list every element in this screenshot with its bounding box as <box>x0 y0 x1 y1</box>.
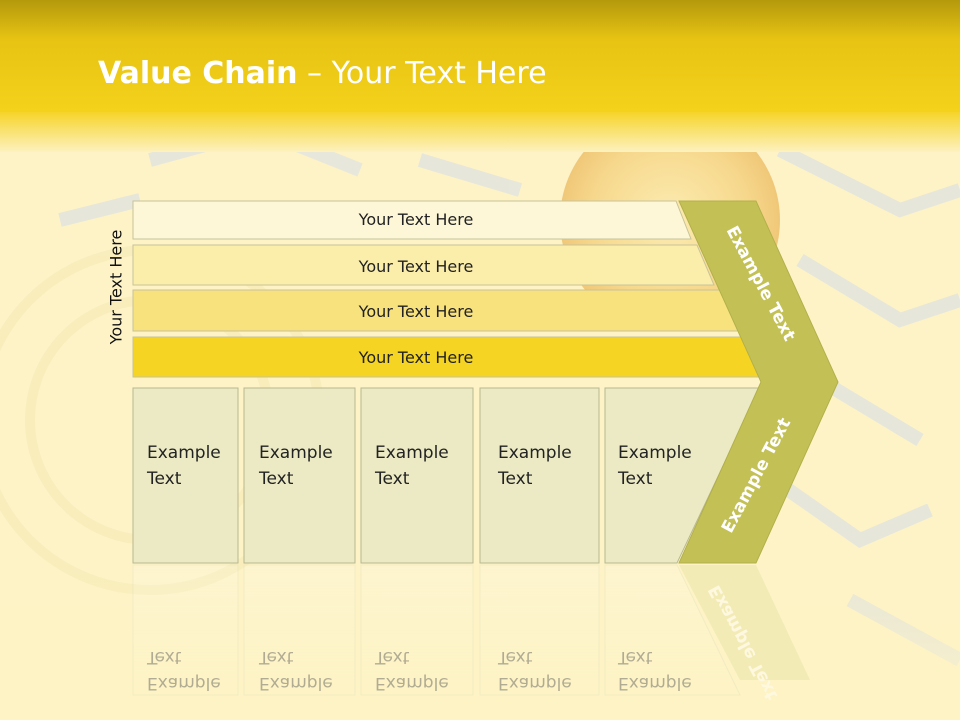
reflection-box-5 <box>604 564 741 696</box>
reflection-box-3 <box>360 564 474 696</box>
reflection-line1-1: Example <box>147 673 221 693</box>
box-line2-2: Text <box>258 469 294 489</box>
bar-row-2: Your Text Here <box>132 244 715 286</box>
bar-row-1: Your Text Here <box>132 200 692 240</box>
box-rect-4 <box>479 387 600 564</box>
reflection-line2-4: Text <box>497 647 533 667</box>
bar-shape-1 <box>132 200 692 240</box>
reflection-line1-2: Example <box>259 673 333 693</box>
box-line1-1: Example <box>147 443 221 463</box>
box-line1-4: Example <box>498 443 572 463</box>
reflection-line1-4: Example <box>498 673 572 693</box>
reflection-box-2 <box>243 564 356 696</box>
box-rect-2 <box>243 387 356 564</box>
box-line2-1: Text <box>146 469 182 489</box>
reflection-line1-3: Example <box>375 673 449 693</box>
box-line1-2: Example <box>259 443 333 463</box>
chevron-shape <box>678 200 839 564</box>
reflection-line2-3: Text <box>374 647 410 667</box>
bar-label-1: Your Text Here <box>358 210 474 229</box>
title-rest: – Your Text Here <box>297 56 547 91</box>
reflection-line2-5: Text <box>617 647 653 667</box>
example-box-5: Example Text <box>604 387 761 564</box>
box-line1-5: Example <box>618 443 692 463</box>
box-rect-1 <box>132 387 239 564</box>
bar-label-3: Your Text Here <box>358 302 474 321</box>
example-box-1: Example Text <box>132 387 239 564</box>
bar-row-3: Your Text Here <box>132 289 739 332</box>
bar-shape-2 <box>132 244 715 286</box>
box-line2-3: Text <box>374 469 410 489</box>
example-box-3: Example Text <box>360 387 474 564</box>
box-line2-5: Text <box>617 469 653 489</box>
example-box-4: Example Text <box>479 387 600 564</box>
box-rect-3 <box>360 387 474 564</box>
bar-label-2: Your Text Here <box>358 257 474 276</box>
example-box-2: Example Text <box>243 387 356 564</box>
reflection-line2-1: Text <box>146 647 182 667</box>
reflection-line2-2: Text <box>258 647 294 667</box>
reflection-box-1 <box>132 564 239 696</box>
slide-title: Value Chain – Your Text Here <box>98 56 547 91</box>
box-rect-5 <box>604 387 761 564</box>
diagram-reflection: Example Text Example Text Example Text E… <box>132 564 810 703</box>
bar-row-4: Your Text Here <box>132 336 763 378</box>
reflection-line1-5: Example <box>618 673 692 693</box>
title-bold: Value Chain <box>98 56 298 91</box>
box-line1-3: Example <box>375 443 449 463</box>
box-line2-4: Text <box>497 469 533 489</box>
reflection-box-4 <box>479 564 600 696</box>
reflection-chevron <box>679 565 810 680</box>
bar-label-4: Your Text Here <box>358 348 474 367</box>
